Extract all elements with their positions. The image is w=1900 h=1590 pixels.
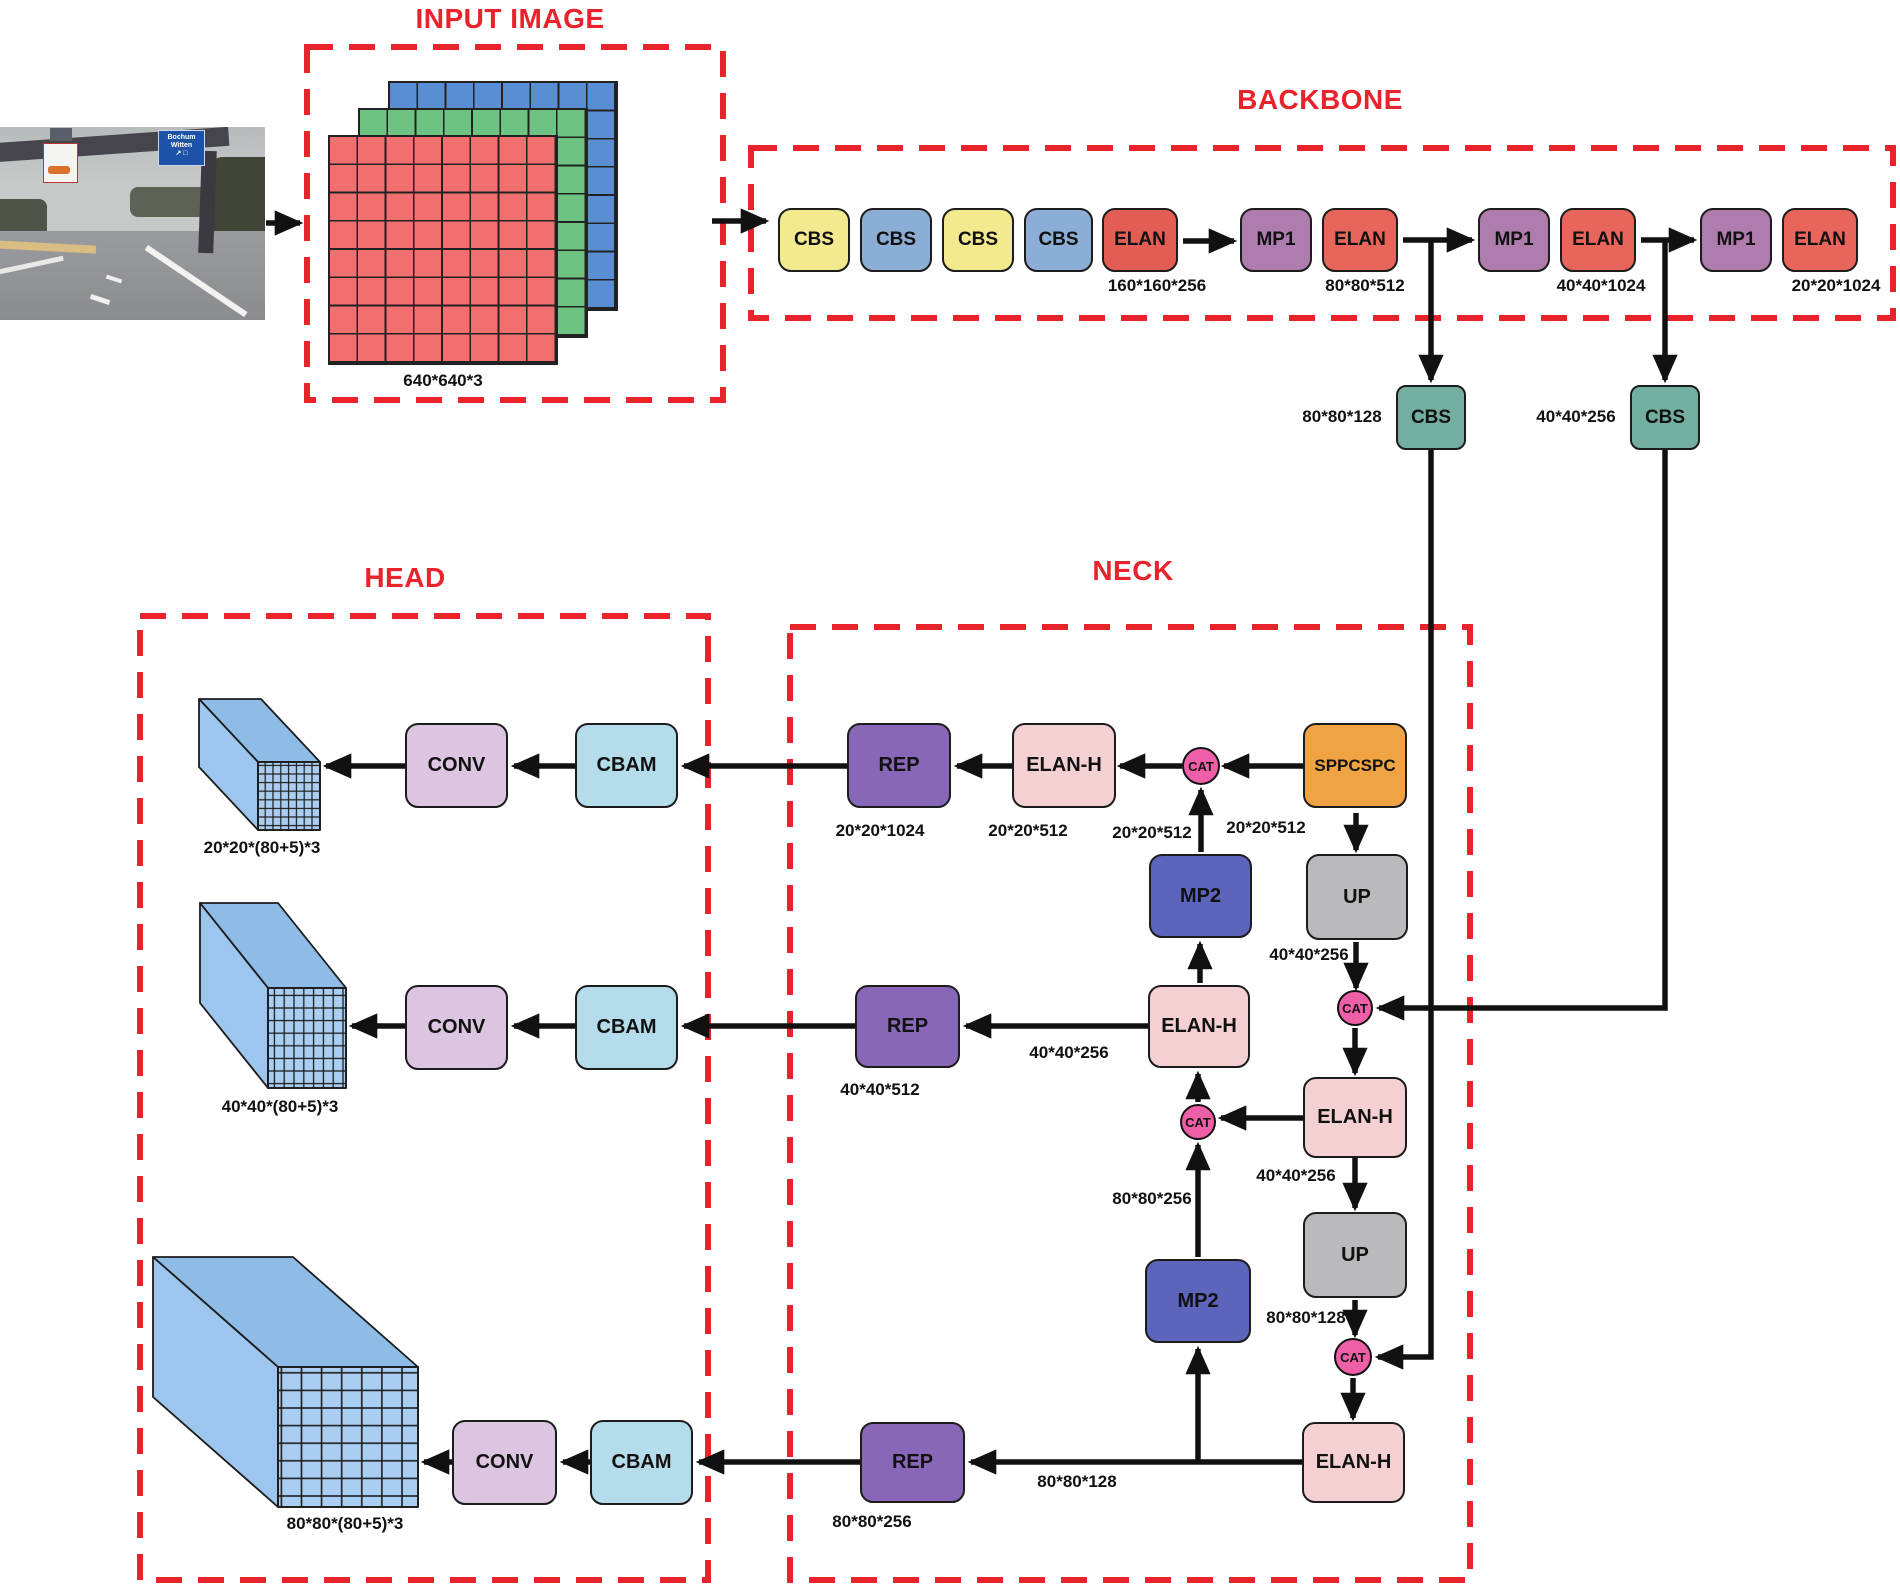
neck-sppcspc: SPPCSPC: [1303, 723, 1407, 808]
sign-text-2: Witten: [170, 142, 193, 149]
head-out-top-dim: 20*20*(80+5)*3: [203, 838, 321, 857]
backbone-elan4-dim: 20*20*1024: [1791, 276, 1881, 295]
cuboid-80x80: [152, 1256, 419, 1508]
head-conv-mid: CONV: [405, 985, 508, 1070]
sign-arrow-glyph: ↗ □: [175, 150, 188, 157]
neck-mp2-bottom: MP2: [1145, 1259, 1251, 1343]
neck-up-top-dim: 40*40*256: [1269, 945, 1349, 964]
backbone-mp1-a: MP1: [1240, 208, 1312, 272]
neck-elanh-bottom: ELAN-H: [1302, 1422, 1405, 1503]
neck-up-top: UP: [1306, 854, 1408, 940]
neck-elanh-right: ELAN-H: [1303, 1077, 1407, 1158]
white-sign: [43, 143, 78, 183]
blue-motorway-sign: Bochum Witten ↗ □: [158, 130, 205, 166]
backbone-elan-1: ELAN: [1102, 208, 1178, 272]
cuboid-20x20: [198, 698, 321, 831]
output-tensor-cuboids: [152, 698, 419, 1508]
head-conv-bottom: CONV: [452, 1420, 557, 1505]
neck-rep-mid-dim: 40*40*512: [840, 1080, 920, 1099]
neck-sppcspc-dim: 20*20*512: [1226, 818, 1306, 837]
cuboid-40x40: [199, 902, 347, 1089]
neck-up-bottom-dim: 80*80*128: [1266, 1308, 1346, 1327]
connector-arrows: [266, 208, 1698, 1475]
neck-cat-bottom: CAT: [1334, 1338, 1372, 1376]
neck-elanh-right-dim: 40*40*256: [1256, 1166, 1336, 1185]
backbone-cbs-1: CBS: [778, 208, 850, 272]
input-grid-red: [328, 135, 558, 365]
backbone-mp1-c: MP1: [1700, 208, 1772, 272]
input-dim-label: 640*640*3: [403, 371, 483, 390]
input-road-photo: Bochum Witten ↗ □: [0, 127, 265, 320]
head-out-bottom-dim: 80*80*(80+5)*3: [286, 1514, 404, 1533]
trees-right: [212, 157, 265, 242]
neck-cat-top-dim: 20*20*512: [1112, 823, 1192, 842]
backbone-title: BACKBONE: [1237, 84, 1403, 115]
neck-rep-top-dim: 20*20*1024: [835, 821, 925, 840]
neck-elanh-bottom-out-dim: 80*80*128: [1037, 1472, 1117, 1491]
neck-box: [787, 624, 1473, 1583]
branch-cbs-b: CBS: [1630, 385, 1700, 450]
neck-rep-mid: REP: [855, 985, 960, 1068]
neck-title: NECK: [1092, 555, 1174, 586]
backbone-cbs-4: CBS: [1024, 208, 1093, 272]
backbone-elan3-dim: 40*40*1024: [1556, 276, 1646, 295]
neck-elanh-top-dim: 20*20*512: [988, 821, 1068, 840]
head-cbam-top: CBAM: [575, 723, 678, 808]
branch-cbs-b-dim: 40*40*256: [1536, 407, 1616, 426]
neck-cat-left: CAT: [1180, 1104, 1216, 1140]
neck-elanh-mid-out-dim: 40*40*256: [1029, 1043, 1109, 1062]
backbone-elan2-dim: 80*80*512: [1325, 276, 1405, 295]
head-conv-top: CONV: [405, 723, 508, 808]
backbone-elan-2: ELAN: [1322, 208, 1398, 272]
orange-arrow-mark: [48, 166, 70, 174]
backbone-elan-4: ELAN: [1782, 208, 1858, 272]
input-image-title: INPUT IMAGE: [415, 3, 605, 34]
backbone-elan1-dim: 160*160*256: [1107, 276, 1207, 295]
head-box: [137, 613, 711, 1583]
branch-cbs-a: CBS: [1396, 385, 1466, 450]
backbone-cbs-3: CBS: [942, 208, 1014, 272]
neck-rep-bottom-dim: 80*80*256: [832, 1512, 912, 1531]
neck-up-bottom: UP: [1303, 1212, 1407, 1298]
head-out-mid-dim: 40*40*(80+5)*3: [221, 1097, 339, 1116]
head-title: HEAD: [364, 562, 446, 593]
backbone-mp1-b: MP1: [1478, 208, 1550, 272]
neck-mp2-bottom-dim: 80*80*256: [1112, 1189, 1192, 1208]
branch-cbs-a-dim: 80*80*128: [1302, 407, 1382, 426]
neck-cat-mid: CAT: [1337, 990, 1373, 1026]
small-dark-sign: [50, 128, 72, 141]
neck-rep-bottom: REP: [860, 1422, 965, 1503]
neck-elanh-mid: ELAN-H: [1148, 985, 1250, 1068]
head-cbam-bottom: CBAM: [590, 1420, 693, 1505]
neck-elanh-top: ELAN-H: [1012, 723, 1116, 808]
neck-mp2-top: MP2: [1149, 854, 1252, 938]
neck-cat-top: CAT: [1182, 747, 1220, 785]
backbone-cbs-2: CBS: [860, 208, 932, 272]
sign-text-1: Bochum: [167, 134, 196, 141]
neck-rep-top: REP: [847, 723, 951, 808]
head-cbam-mid: CBAM: [575, 985, 678, 1070]
backbone-elan-3: ELAN: [1560, 208, 1636, 272]
